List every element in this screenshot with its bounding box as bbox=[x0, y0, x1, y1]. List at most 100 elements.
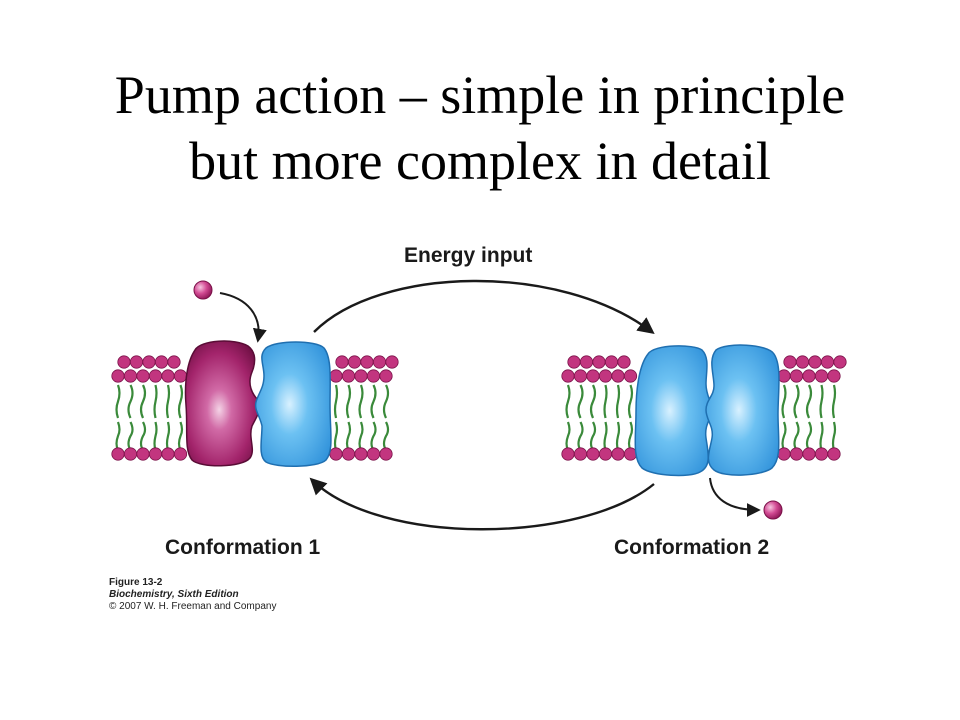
lipid-head bbox=[354, 447, 368, 461]
lipid-tail bbox=[781, 421, 787, 451]
lipid-head bbox=[833, 355, 847, 369]
lipid-tail bbox=[603, 421, 608, 451]
lipid-head bbox=[586, 447, 600, 461]
lipid-head bbox=[329, 369, 343, 383]
pump-conformation-1 bbox=[184, 340, 332, 468]
lipid-tail bbox=[603, 384, 608, 419]
lipid-tail bbox=[358, 421, 364, 451]
lipid-head bbox=[379, 369, 393, 383]
lipid-head bbox=[611, 447, 625, 461]
lipid-tail bbox=[805, 421, 813, 451]
lipid-head bbox=[573, 447, 588, 461]
lipid-head bbox=[814, 447, 829, 461]
lipid-head bbox=[783, 355, 797, 369]
lipid-tail bbox=[370, 384, 377, 419]
figure-number: Figure 13-2 bbox=[109, 577, 163, 588]
lipid-tail bbox=[577, 384, 584, 419]
lipid-tail bbox=[589, 384, 597, 419]
lipid-head bbox=[623, 369, 638, 383]
lipid-head bbox=[827, 369, 841, 383]
lipid-tail bbox=[382, 384, 390, 419]
lipid-head bbox=[579, 355, 594, 369]
lipid-head bbox=[161, 447, 175, 461]
lipid-head bbox=[372, 355, 387, 369]
lipid-head bbox=[129, 355, 144, 369]
lipid-head bbox=[567, 355, 581, 369]
lipid-head bbox=[827, 447, 841, 461]
lipid-tail bbox=[805, 384, 813, 419]
lipid-tail bbox=[139, 421, 147, 451]
lipid-head bbox=[136, 369, 150, 383]
lipid-tail bbox=[831, 384, 837, 419]
lipid-tail bbox=[333, 384, 339, 419]
lipid-tail bbox=[358, 384, 364, 419]
lipid-head bbox=[611, 369, 625, 383]
lipid-head bbox=[366, 369, 381, 383]
lipid-head bbox=[592, 355, 606, 369]
pump-subunit-blue bbox=[254, 341, 332, 468]
lipid-tail bbox=[382, 421, 390, 451]
lipid-head bbox=[123, 369, 138, 383]
lipid-tail bbox=[831, 421, 837, 451]
lipid-tail bbox=[627, 384, 634, 419]
lipid-tail bbox=[139, 384, 147, 419]
lipid-head bbox=[777, 447, 791, 461]
lipid-head bbox=[820, 355, 835, 369]
lipid-head bbox=[561, 369, 575, 383]
lipid-head bbox=[148, 447, 163, 461]
lipid-tail bbox=[333, 421, 339, 451]
lipid-tail bbox=[819, 421, 824, 451]
lipid-head bbox=[561, 447, 575, 461]
lipid-tail bbox=[345, 384, 352, 419]
energy-input-arrow bbox=[313, 279, 655, 335]
lipid-head bbox=[154, 355, 169, 369]
lipid-tail bbox=[177, 421, 184, 451]
lipid-head bbox=[341, 369, 356, 383]
lipid-head bbox=[347, 355, 362, 369]
slide-title-line-2: but more complex in detail bbox=[189, 131, 771, 191]
lipid-tail bbox=[615, 384, 621, 419]
lipid-head bbox=[366, 447, 381, 461]
lipid-tail bbox=[153, 421, 158, 451]
conformation-2-label: Conformation 2 bbox=[614, 536, 770, 559]
lipid-head bbox=[341, 447, 356, 461]
lipid-head bbox=[173, 369, 188, 383]
lipid-tail bbox=[165, 421, 171, 451]
pump-subunit-blue-right bbox=[705, 344, 780, 476]
lipid-head bbox=[161, 369, 175, 383]
ligand-entry-arrow bbox=[219, 292, 267, 343]
lipid-head bbox=[123, 447, 138, 461]
slide-title-line-1: Pump action – simple in principle bbox=[114, 65, 846, 125]
lipid-tail bbox=[165, 384, 171, 419]
lipid-head bbox=[111, 369, 125, 383]
lipid-head bbox=[598, 369, 613, 383]
lipid-head bbox=[379, 447, 393, 461]
lipid-tail bbox=[177, 384, 184, 419]
pump-conformation-2 bbox=[634, 344, 780, 477]
lipid-head bbox=[111, 447, 125, 461]
pump-subunit-magenta bbox=[184, 340, 262, 467]
return-arrow bbox=[309, 477, 655, 531]
lipid-tail bbox=[127, 421, 134, 451]
lipid-tail bbox=[819, 384, 824, 419]
lipid-head bbox=[136, 447, 150, 461]
ligand-release-arrow bbox=[709, 477, 761, 517]
lipid-head bbox=[617, 355, 631, 369]
lipid-head bbox=[360, 355, 374, 369]
energy-input-label: Energy input bbox=[404, 244, 533, 267]
lipid-tail bbox=[370, 421, 377, 451]
lipid-head bbox=[586, 369, 600, 383]
lipid-head bbox=[167, 355, 181, 369]
lipid-head bbox=[789, 447, 804, 461]
lipid-head bbox=[354, 369, 368, 383]
lipid-bilayer-left bbox=[111, 355, 399, 461]
lipid-tail bbox=[781, 384, 787, 419]
lipid-tail bbox=[793, 421, 800, 451]
ligand-ball-incoming bbox=[193, 280, 213, 300]
slide-title: Pump action – simple in principle but mo… bbox=[0, 62, 960, 194]
lipid-head bbox=[808, 355, 822, 369]
lipid-head bbox=[335, 355, 349, 369]
lipid-tail bbox=[565, 421, 571, 451]
lipid-tail bbox=[589, 421, 597, 451]
